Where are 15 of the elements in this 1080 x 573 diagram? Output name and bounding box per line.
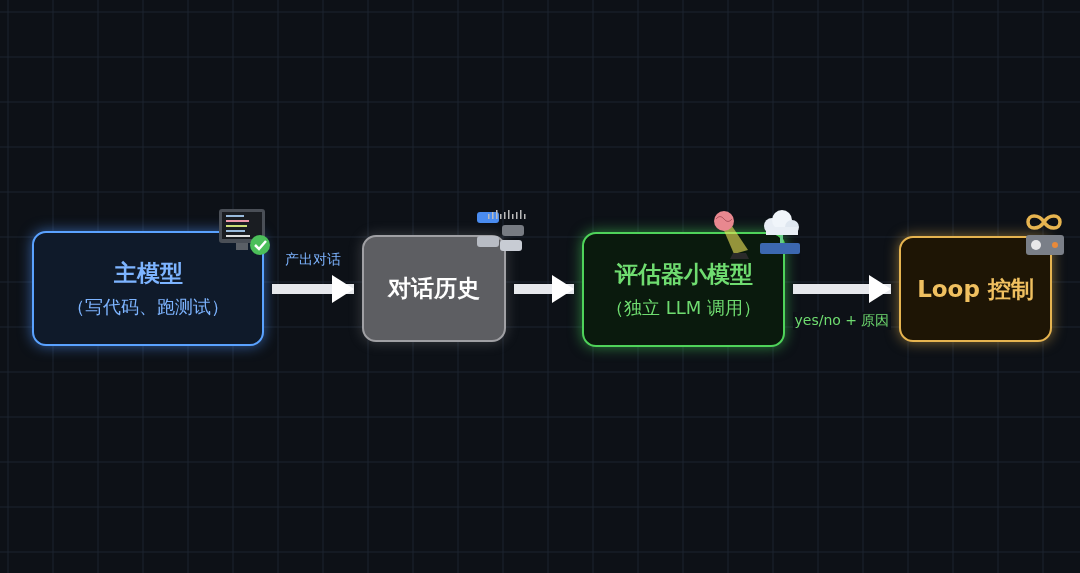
arrow [793,275,891,303]
arrow [272,275,354,303]
loop-control-box [899,236,1052,342]
model-box [32,231,264,346]
subtitle-text: （独立 LLM 调用） [606,296,761,320]
title-text: 评估器小模型 [614,260,753,289]
edge-label: 产出对话 [283,251,343,269]
title-text: 主模型 [113,259,183,288]
title-text: Loop 控制 [917,274,1034,304]
title-text: 对话历史 [388,274,480,303]
arrow [514,275,574,303]
edge-label: yes/no + 原因 [792,312,892,330]
subtitle-text: （写代码、跑测试） [67,295,229,319]
evaluator-box [582,232,785,347]
history-box [362,235,506,342]
